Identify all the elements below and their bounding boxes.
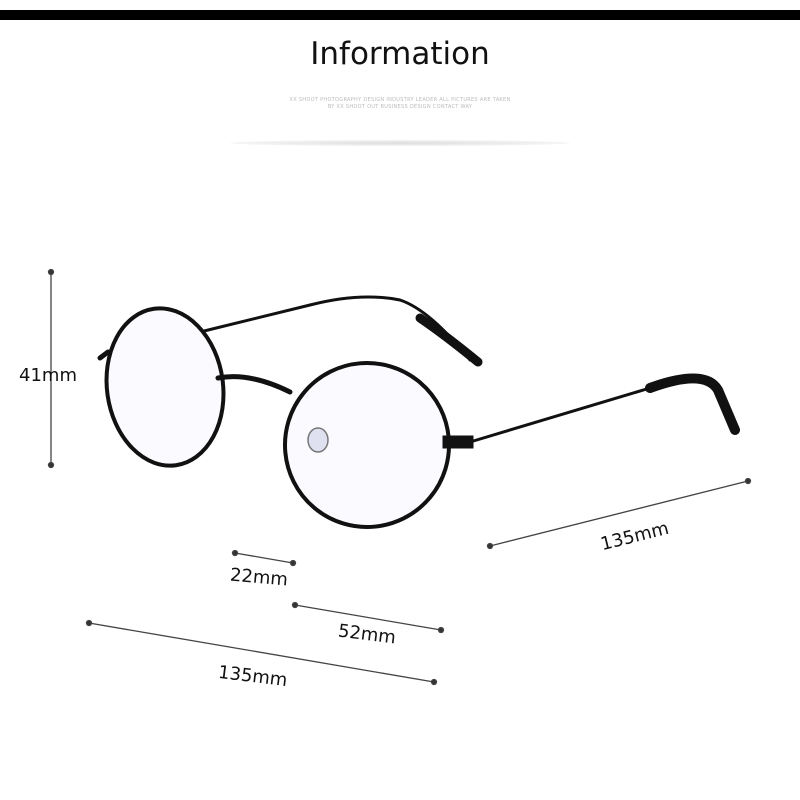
bridge-dimension-line [234, 552, 294, 564]
top-bar [0, 10, 800, 20]
lens-dimension-line [294, 604, 442, 631]
frame-dimension-line [88, 622, 435, 683]
title-shadow [230, 140, 570, 146]
subtitle-line-1: XX SHOOT PHOTOGRAPHY DESIGN INDUSTRY LEA… [289, 97, 511, 103]
subtitle-line-2: BY XX SHOOT OUT BUSINESS DESIGN CONTACT … [327, 104, 473, 110]
temple-dimension-line [489, 480, 749, 547]
page-title: Information [310, 36, 490, 72]
lens-height-label: 41mm [19, 365, 77, 386]
